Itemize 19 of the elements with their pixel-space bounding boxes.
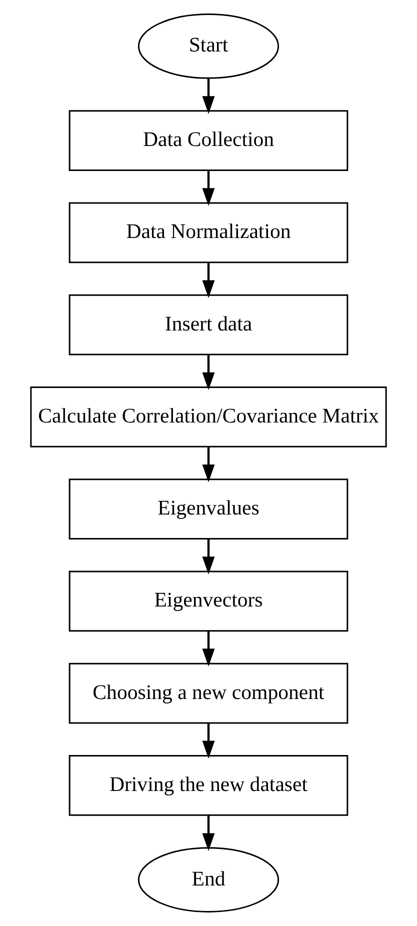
arrow [202, 723, 215, 759]
arrow [202, 447, 215, 482]
node-ellipse: End [138, 847, 280, 912]
arrow [202, 631, 215, 667]
node-box: Choosing a new component [68, 662, 348, 724]
arrow [202, 262, 215, 298]
arrow [202, 815, 215, 852]
arrow [202, 78, 215, 114]
node-box: Calculate Correlation/Covariance Matrix [30, 386, 387, 448]
node-ellipse: Start [138, 14, 280, 79]
node-box: Eigenvalues [68, 478, 348, 540]
node-box: Eigenvectors [68, 570, 348, 632]
arrow [202, 539, 215, 574]
node-box: Insert data [68, 294, 348, 356]
node-box: Data Normalization [68, 202, 348, 264]
node-box: Data Collection [68, 110, 348, 172]
node-box: Driving the new dataset [68, 754, 348, 816]
arrow [202, 355, 215, 390]
arrow [202, 170, 215, 206]
